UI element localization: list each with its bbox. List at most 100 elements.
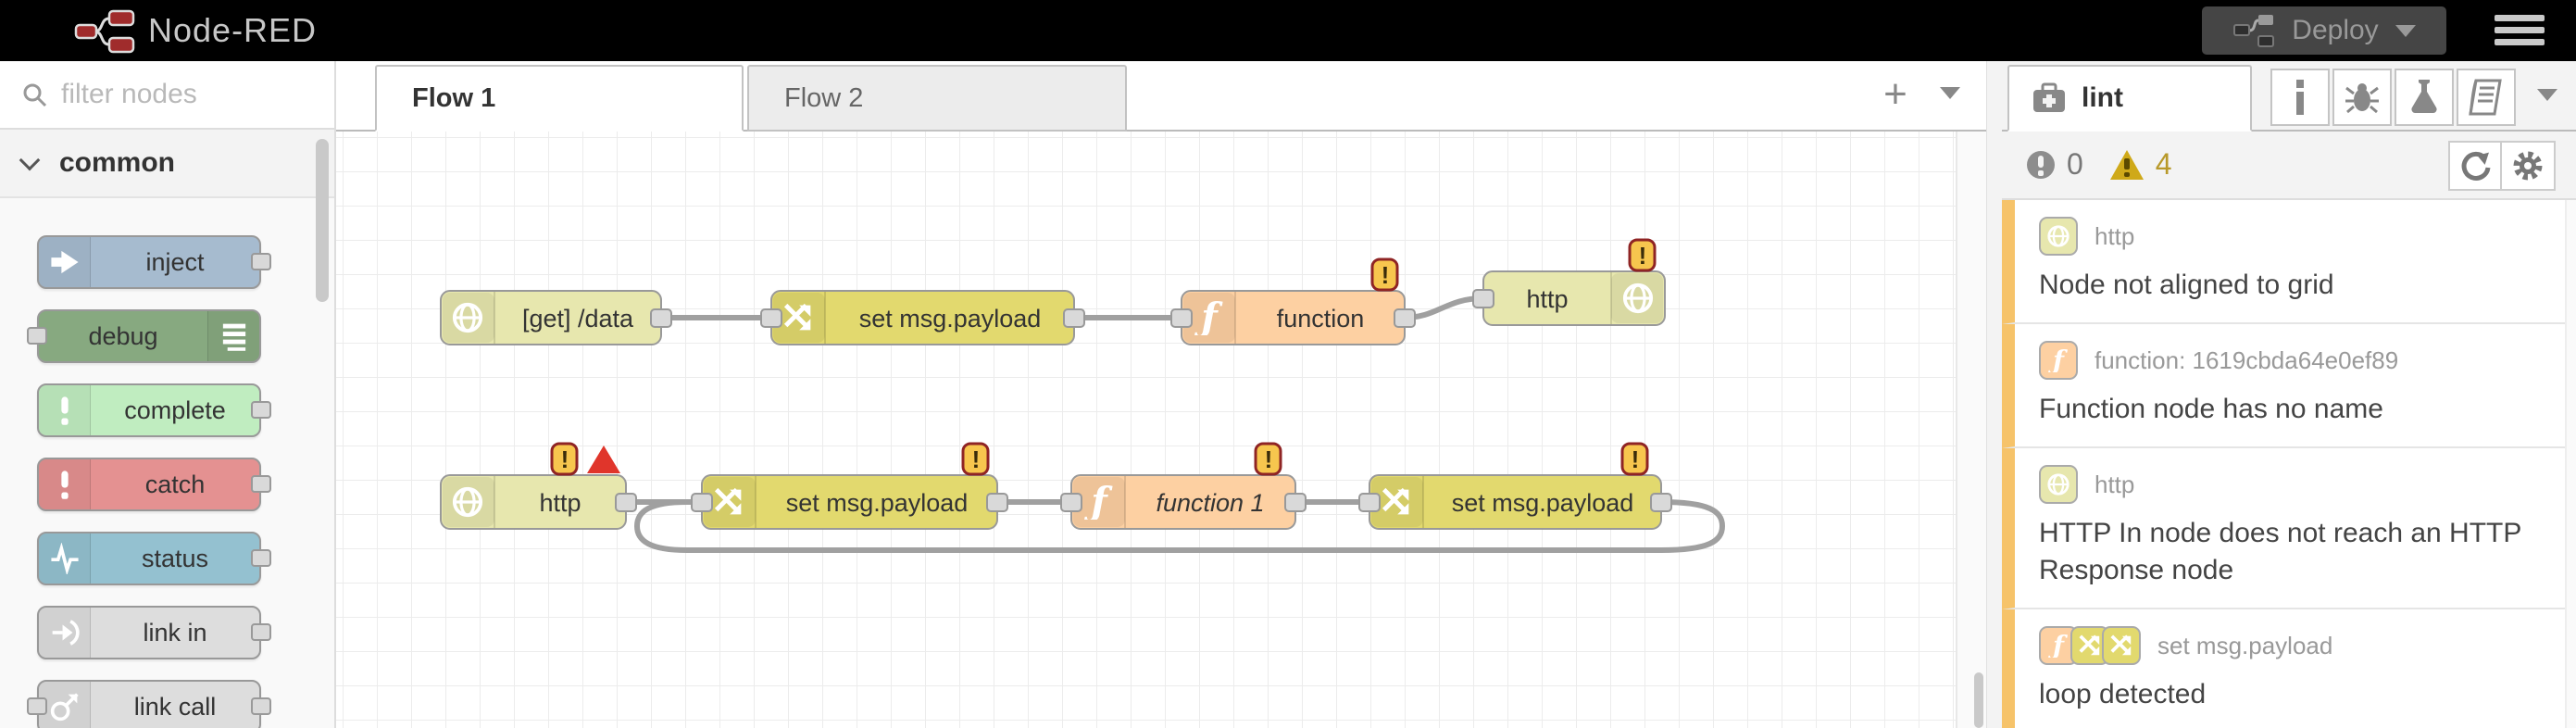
output-port[interactable] xyxy=(615,493,637,512)
flow-node-function[interactable]: function ! xyxy=(1170,257,1416,345)
flow-list-chevron-icon[interactable] xyxy=(1940,87,1960,99)
tab-flow-2[interactable]: Flow 2 xyxy=(747,65,1127,132)
book-tab-button[interactable] xyxy=(2457,69,2516,126)
deploy-label: Deploy xyxy=(2292,15,2379,45)
tab-flow-1[interactable]: Flow 1 xyxy=(375,65,744,132)
palette-category-common[interactable]: common xyxy=(0,130,334,198)
filter-nodes-input[interactable] xyxy=(61,79,283,110)
flask-icon xyxy=(2411,80,2437,114)
lint-item-loop-detected[interactable]: set msg.payload loop detected xyxy=(2002,609,2576,728)
palette-node-list: inject debug complete catch xyxy=(0,198,334,728)
output-port[interactable] xyxy=(251,401,271,419)
palette-node-status[interactable]: status xyxy=(37,532,271,585)
palette-node-link-in[interactable]: link in xyxy=(37,606,271,659)
right-sidebar: lint xyxy=(2002,61,2576,728)
output-port[interactable] xyxy=(1650,493,1672,512)
warning-badge: ! xyxy=(961,442,990,476)
add-flow-button[interactable]: + xyxy=(1883,71,1907,117)
link-in-icon xyxy=(39,608,91,658)
deploy-options-chevron-icon[interactable] xyxy=(2395,24,2416,37)
link-call-icon xyxy=(39,682,91,728)
flow-node-http-in-get-data[interactable]: [get] /data xyxy=(440,290,672,345)
input-port[interactable] xyxy=(691,493,713,512)
workspace: Flow 1 Flow 2 + xyxy=(336,61,1986,728)
output-port[interactable] xyxy=(650,308,672,328)
refresh-icon xyxy=(2461,151,2491,181)
error-count-icon xyxy=(2027,150,2055,179)
main-menu-button[interactable] xyxy=(2495,15,2545,48)
svg-text:!: ! xyxy=(1632,446,1640,473)
lint-node-label: set msg.payload xyxy=(2157,631,2333,659)
input-port[interactable] xyxy=(760,308,782,328)
flow-node-change-1[interactable]: set msg.payload xyxy=(760,290,1085,345)
palette-node-link-call[interactable]: link call xyxy=(27,680,271,728)
canvas-vscroll-thumb[interactable] xyxy=(1974,672,1983,728)
flow-node-change-3[interactable]: set msg.payload ! xyxy=(1358,442,1672,530)
input-port[interactable] xyxy=(1170,308,1193,328)
canvas-vscroll-track[interactable] xyxy=(1957,132,1986,728)
palette-node-complete[interactable]: complete xyxy=(37,383,271,437)
header-bar: Node-RED Deploy xyxy=(0,0,2576,61)
input-port[interactable] xyxy=(27,697,47,715)
flow-node-http-in-2[interactable]: http ! xyxy=(440,442,637,530)
gear-icon xyxy=(2513,151,2543,181)
svg-text:!: ! xyxy=(1382,261,1390,289)
lint-node-label: function: 1619cbda64e0ef89 xyxy=(2095,345,2399,374)
flow-canvas[interactable]: [get] /data set msg.payload xyxy=(336,132,1986,728)
input-port[interactable] xyxy=(1358,493,1381,512)
palette-node-catch[interactable]: catch xyxy=(37,458,271,511)
lint-item-http-no-response[interactable]: http HTTP In node does not reach an HTTP… xyxy=(2002,448,2576,609)
tab-lint[interactable]: lint xyxy=(2007,65,2252,132)
palette-node-label: link in xyxy=(143,618,207,646)
flow-tab-bar: Flow 1 Flow 2 + xyxy=(336,61,1986,132)
output-port[interactable] xyxy=(251,475,271,493)
sidebar-tab-bar: lint xyxy=(2002,61,2576,132)
info-tab-button[interactable] xyxy=(2270,69,2330,126)
book-icon xyxy=(2469,79,2502,116)
input-port[interactable] xyxy=(1472,289,1494,308)
flask-tab-button[interactable] xyxy=(2395,69,2454,126)
warning-badge: ! xyxy=(1628,238,1657,272)
lint-toolbar: 0 4 xyxy=(2002,132,2576,200)
deploy-button[interactable]: Deploy xyxy=(2202,6,2446,55)
sidebar-splitter[interactable] xyxy=(1986,61,2002,728)
palette-scrollbar-thumb[interactable] xyxy=(316,139,329,302)
lint-item-function-no-name[interactable]: function: 1619cbda64e0ef89 Function node… xyxy=(2002,324,2576,448)
output-port[interactable] xyxy=(251,697,271,715)
tab-label: Flow 1 xyxy=(412,82,496,113)
error-triangle-icon xyxy=(587,446,620,473)
output-port[interactable] xyxy=(1284,493,1307,512)
sidebar-tabs-chevron-icon[interactable] xyxy=(2537,89,2557,101)
sidebar-scrollbar-track[interactable] xyxy=(2565,200,2576,728)
debug-tab-button[interactable] xyxy=(2332,69,2392,126)
node-palette: common inject debug complete xyxy=(0,61,336,728)
output-port[interactable] xyxy=(251,623,271,641)
palette-node-inject[interactable]: inject xyxy=(37,235,271,289)
refresh-button[interactable] xyxy=(2448,141,2502,191)
flow-node-function-1[interactable]: function 1 ! xyxy=(1060,442,1307,530)
input-port[interactable] xyxy=(27,327,47,345)
svg-text:!: ! xyxy=(1265,446,1273,473)
settings-button[interactable] xyxy=(2502,141,2556,191)
output-port[interactable] xyxy=(251,253,271,270)
palette-node-label: inject xyxy=(145,247,205,276)
lint-message: loop detected xyxy=(2039,679,2207,709)
node-red-logo-icon xyxy=(74,9,135,54)
flow-node-http-response[interactable]: http ! xyxy=(1472,238,1666,326)
node-label: http xyxy=(1526,285,1568,313)
palette-node-debug[interactable]: debug xyxy=(27,309,261,363)
input-port[interactable] xyxy=(1060,493,1082,512)
output-port[interactable] xyxy=(1063,308,1085,328)
warning-badge: ! xyxy=(1620,442,1649,476)
lint-item-node-not-aligned[interactable]: http Node not aligned to grid xyxy=(2002,200,2576,324)
flow-node-change-2[interactable]: set msg.payload ! xyxy=(691,442,1008,530)
lint-message: HTTP In node does not reach an HTTP Resp… xyxy=(2039,518,2521,585)
node-label: http xyxy=(539,489,581,517)
function-node-chip-icon xyxy=(2039,341,2078,380)
output-port[interactable] xyxy=(986,493,1008,512)
palette-node-label: link call xyxy=(133,692,217,721)
lint-message: Node not aligned to grid xyxy=(2039,270,2334,300)
output-port[interactable] xyxy=(1394,308,1416,328)
output-port[interactable] xyxy=(251,549,271,567)
